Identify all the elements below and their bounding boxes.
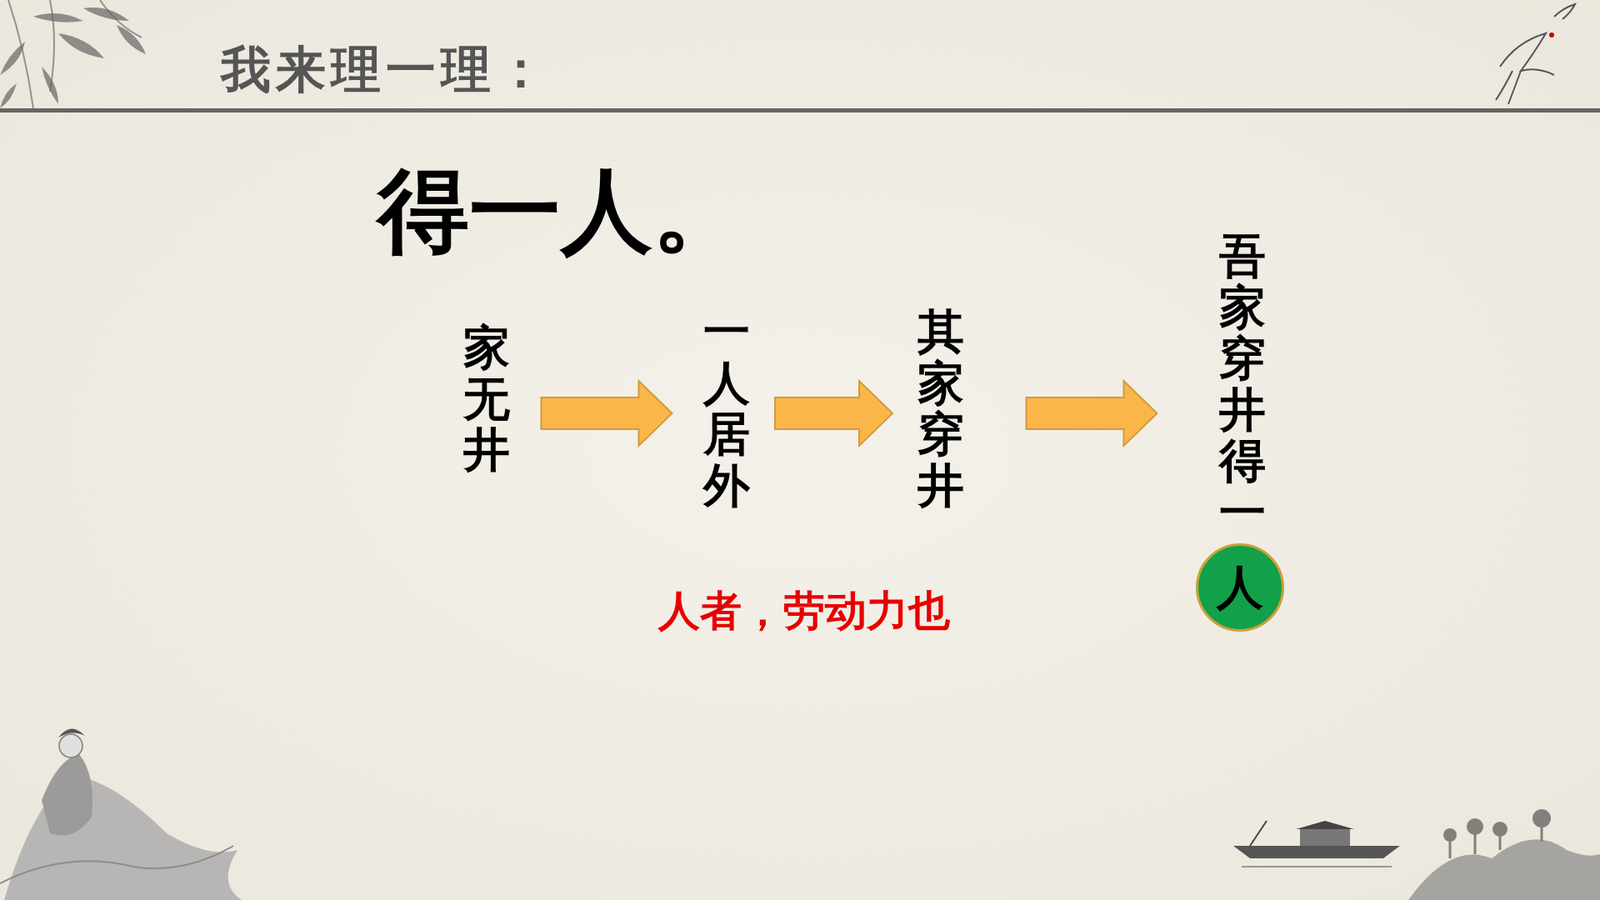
vertical-text: 其家穿井 [917, 305, 965, 511]
bamboo-leaves [0, 7, 146, 109]
highlight-circle: 人 [1195, 543, 1285, 632]
step-column: 家无井 [463, 321, 510, 476]
header-rule [0, 108, 1600, 113]
block-arrow [1026, 380, 1158, 446]
vertical-text: 家无井 [463, 321, 510, 476]
slide-title: 我来理一理： [220, 36, 551, 105]
block-arrow [775, 380, 893, 446]
crane [1495, 4, 1575, 105]
hills [1408, 809, 1600, 900]
heading-phrase: 得一人。 [377, 150, 745, 275]
bamboo [8, 0, 142, 109]
crane-crest [1549, 32, 1555, 38]
note-text: 人者，劳动力也 [658, 583, 950, 640]
step-column: 吾家穿井得一 [1219, 230, 1266, 539]
step-column: 其家穿井 [917, 305, 965, 511]
lady-figure [0, 728, 242, 900]
block-arrow [541, 380, 673, 446]
boat [1233, 820, 1400, 867]
step-column: 一人居外 [703, 305, 750, 511]
vertical-text: 一人居外 [703, 305, 750, 511]
circle-char: 人 [1216, 564, 1264, 611]
vertical-text: 吾家穿井得一 [1219, 230, 1266, 539]
